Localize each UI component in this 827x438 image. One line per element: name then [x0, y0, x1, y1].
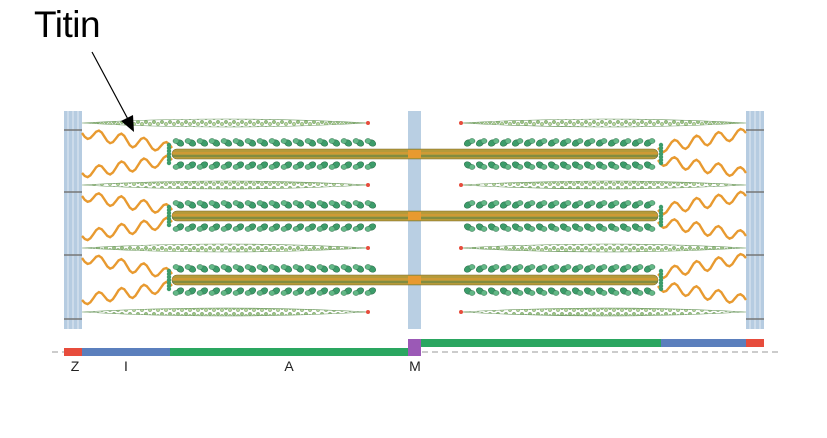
titin-spring-right: [657, 155, 747, 178]
titin-label: Titin: [34, 4, 101, 45]
titin-spring-right: [657, 252, 747, 280]
m-line-bar: [408, 339, 421, 356]
titin-spring-left: [81, 254, 173, 278]
titin-spring-left: [81, 216, 173, 242]
i-band-label: I: [124, 358, 128, 374]
myosin-thick-filaments: [166, 138, 664, 296]
band-bar: [52, 339, 778, 356]
actin-filament-right: [460, 118, 747, 128]
titin-spring-right: [657, 282, 747, 304]
actin-filament-left: [81, 180, 369, 190]
titin-spring-left: [81, 280, 173, 306]
titin-spring-right: [657, 218, 747, 240]
titin-callout-arrow: [91, 51, 134, 132]
a-band-label: A: [284, 358, 294, 374]
titin-spring-left: [81, 154, 173, 179]
i-band-bar-right: [661, 339, 746, 347]
titin-filaments: [81, 127, 747, 306]
titin-spring-left: [81, 129, 173, 152]
m-band-label: M: [409, 358, 421, 374]
titin-spring-right: [657, 127, 747, 154]
z-band-label: Z: [70, 358, 80, 374]
actin-filament-left: [81, 243, 369, 253]
z-line-bar-left: [64, 348, 82, 356]
actin-filament-right: [460, 307, 747, 317]
a-band-bar-left: [170, 348, 408, 356]
actin-filaments: [64, 118, 764, 320]
z-disc-right: [746, 111, 764, 329]
z-line-bar-right: [746, 339, 764, 347]
a-band-bar-right: [421, 339, 661, 347]
actin-filament-right: [460, 180, 747, 190]
actin-filament-left: [81, 307, 369, 317]
i-band-bar-left: [82, 348, 170, 356]
actin-filament-right: [460, 243, 747, 253]
titin-spring-right: [657, 190, 747, 216]
z-disc-left: [64, 111, 82, 329]
titin-spring-left: [81, 192, 173, 214]
